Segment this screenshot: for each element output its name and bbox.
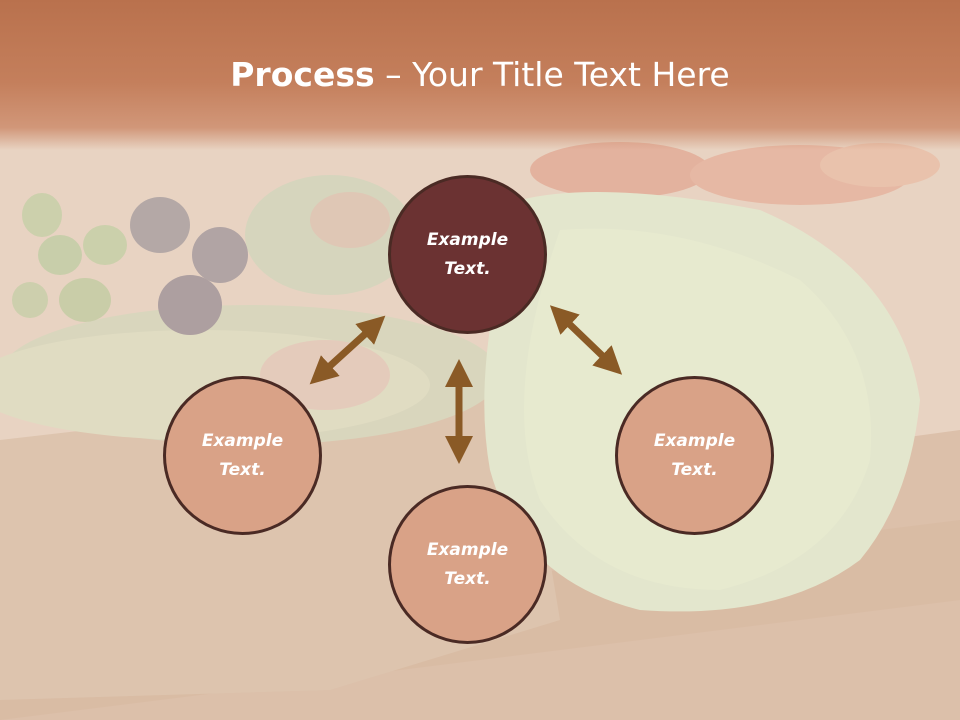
node-label: Example Text. [201, 430, 284, 480]
title-bold: Process [230, 55, 375, 94]
process-node-top[interactable]: Example Text. [388, 175, 547, 334]
arrow-top-left [309, 315, 386, 385]
title-rest: – Your Title Text Here [374, 55, 730, 94]
title-bar [0, 0, 960, 150]
process-node-right[interactable]: Example Text. [615, 376, 774, 535]
node-label: Example Text. [653, 430, 736, 480]
node-label: Example Text. [426, 539, 509, 589]
slide-title: Process – Your Title Text Here [0, 50, 960, 100]
process-node-left[interactable]: Example Text. [163, 376, 322, 535]
process-node-bottom[interactable]: Example Text. [388, 485, 547, 644]
arrow-top-right [549, 305, 623, 375]
node-label: Example Text. [426, 229, 509, 279]
